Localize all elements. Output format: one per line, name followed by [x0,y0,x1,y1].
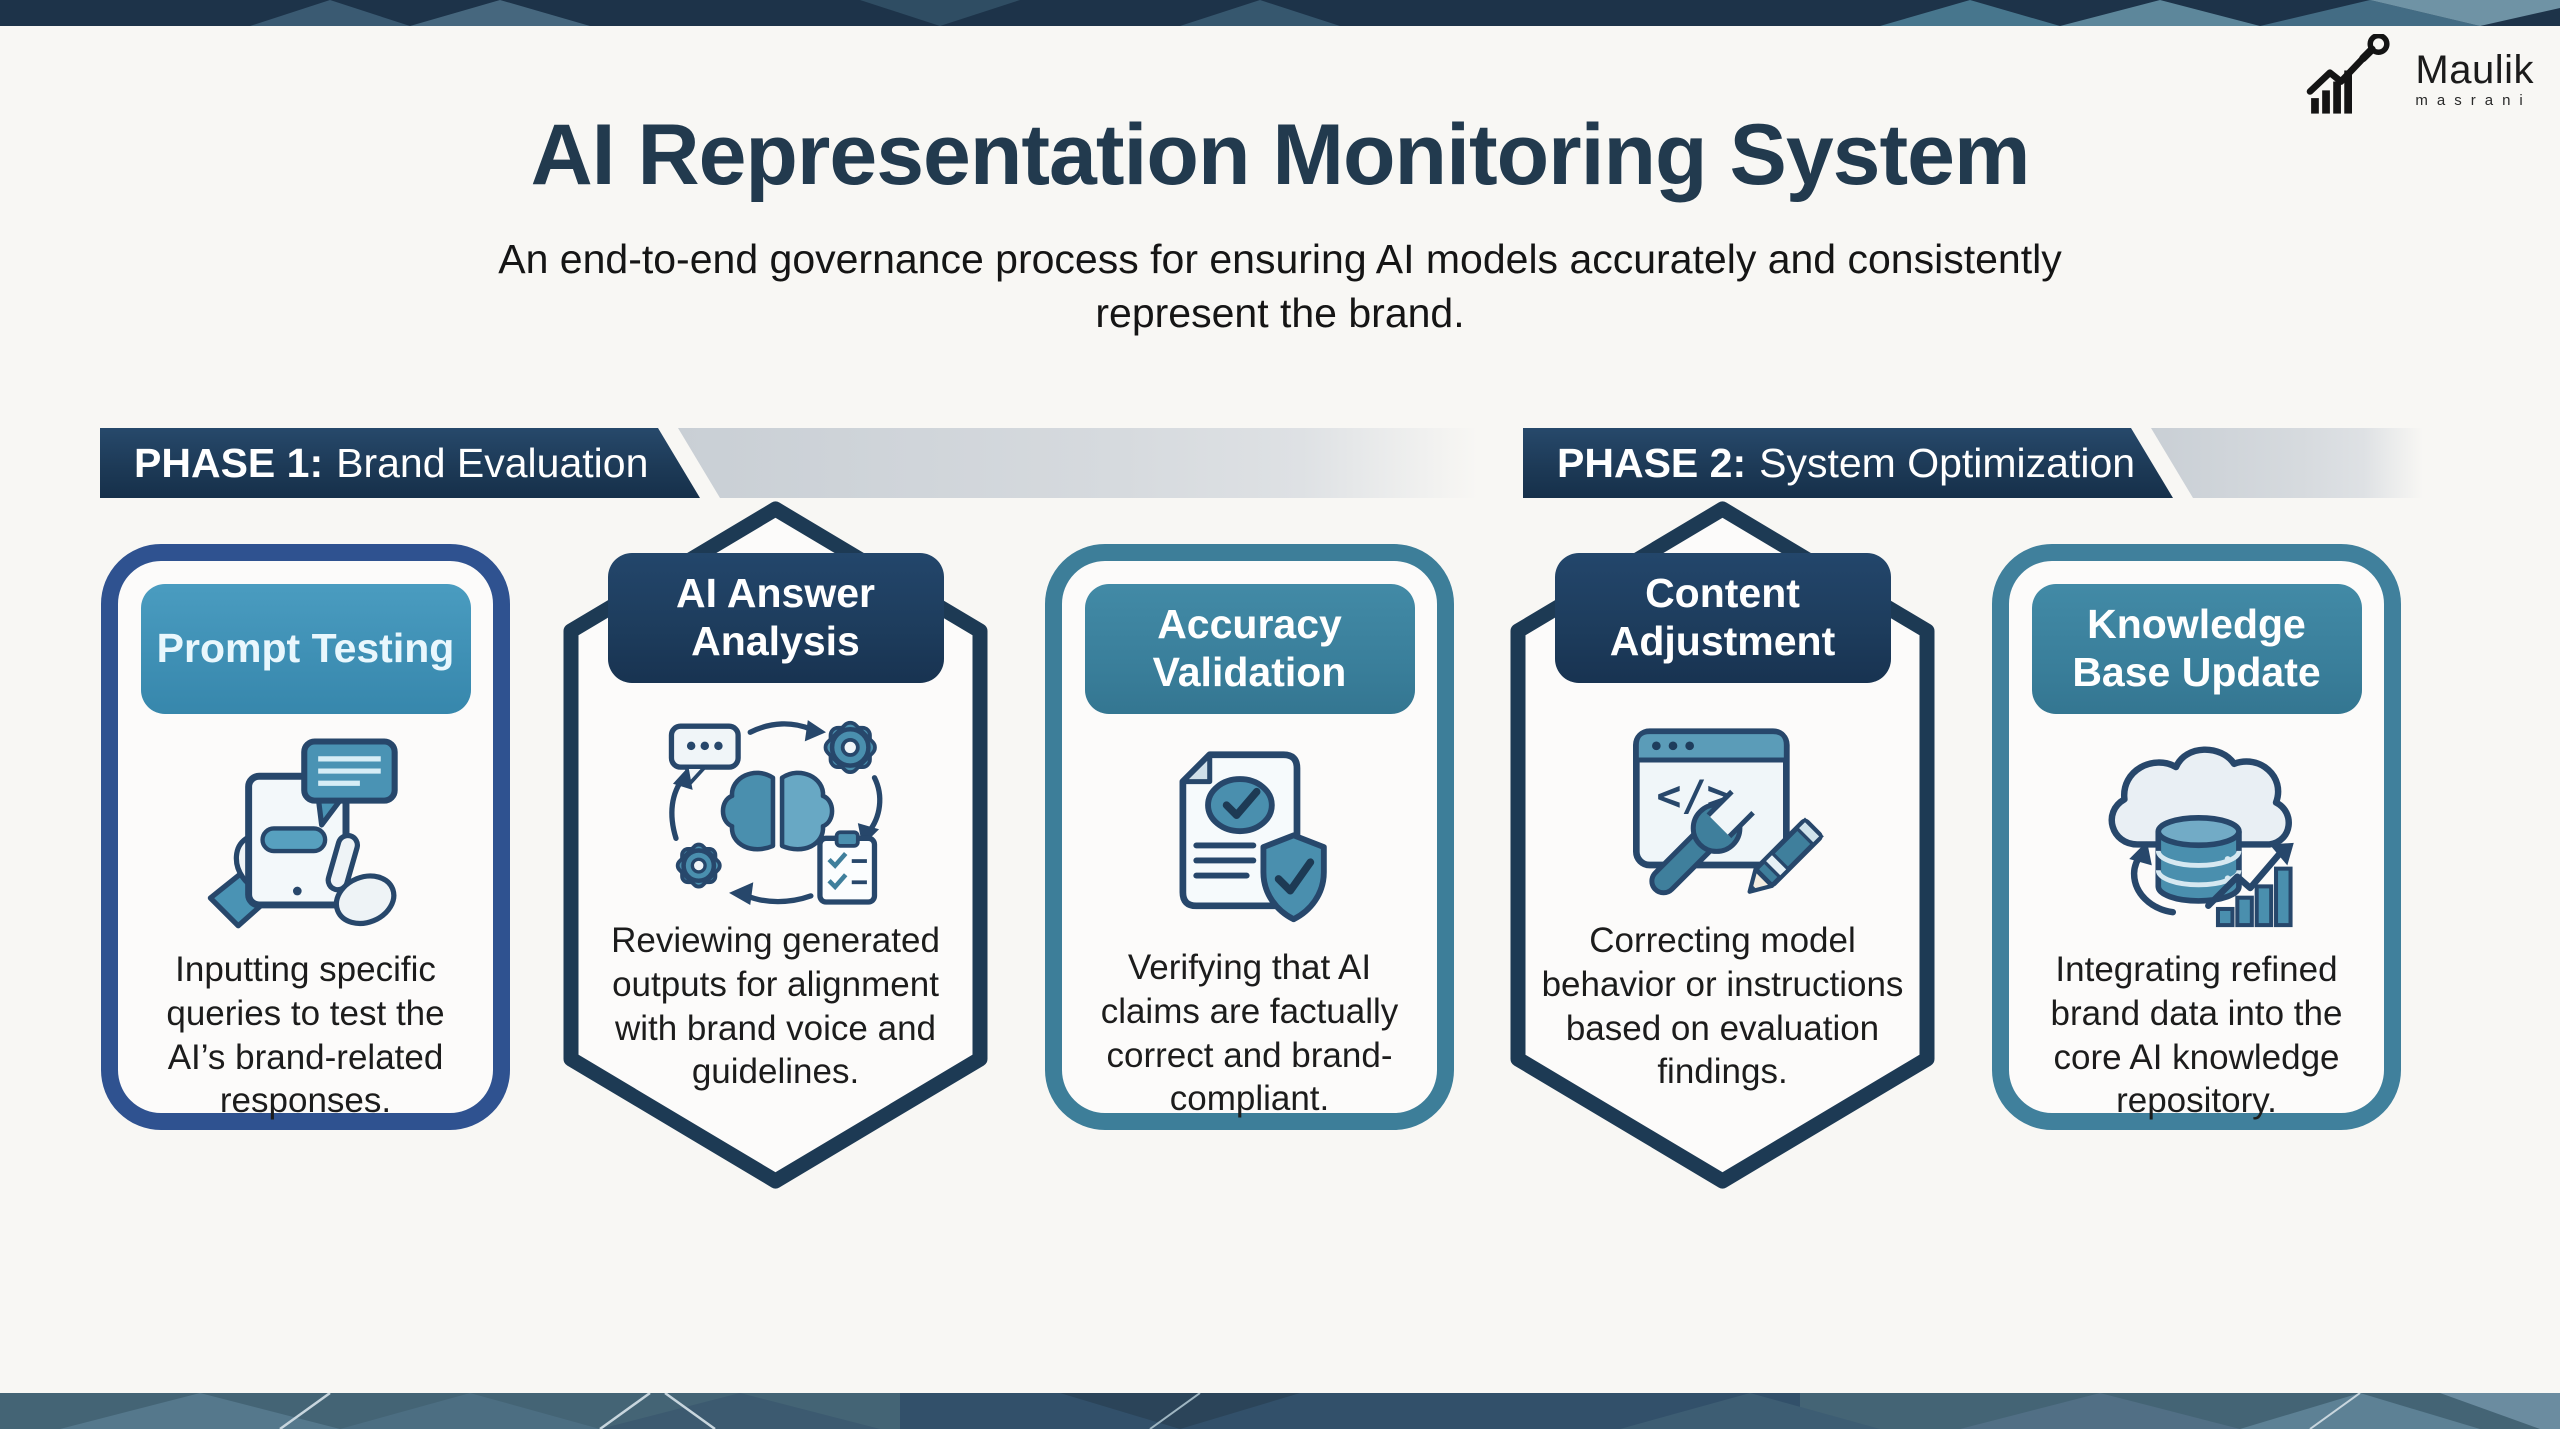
phase-2-strip [2151,428,2423,498]
code-window-wrench-pencil-icon: </> [1611,701,1835,909]
card-content-adjustment: Content Adjustment </> [1510,501,1935,1189]
card-title-pill: Prompt Testing [140,584,471,714]
card-prompt-testing: Prompt Testing Inputting specific querie… [101,544,510,1130]
phase-1-strip [678,428,1478,498]
phase-1-banner: PHASE 1: Brand Evaluation [100,428,700,498]
card-description: Verifying that AI claims are factually c… [1100,948,1399,1119]
page-subtitle: An end-to-end governance process for ens… [498,236,2062,337]
bottom-border-pattern [0,1393,2560,1429]
card-title-pill: AI Answer Analysis [607,553,944,683]
top-border-pattern [0,0,2560,26]
card-knowledge-base-update: Knowledge Base Update Integrating refine… [1992,544,2401,1130]
page-title: AI Representation Monitoring System [530,107,2031,203]
document-shield-check-icon [1142,738,1358,936]
card-accuracy-validation: Accuracy Validation Verifying that AI cl… [1045,544,1454,1130]
card-ai-answer-analysis: AI Answer Analysis [563,501,988,1189]
magnifier-growth-chart-icon [2297,32,2407,123]
cloud-database-growth-icon [2082,738,2312,938]
card-title-pill: Accuracy Validation [1084,584,1415,714]
phase-2-title: System Optimization [1759,439,2136,486]
phase-1-title: Brand Evaluation [336,439,649,486]
brand-logo: Maulik masrani [2297,32,2534,123]
card-description: Inputting specific queries to test the A… [166,950,445,1121]
card-title-pill: Knowledge Base Update [2031,584,2362,714]
brand-logo-text: Maulik masrani [2415,50,2534,108]
phase-1-label: PHASE 1: [134,439,324,486]
brand-surname: masrani [2415,91,2532,109]
brand-name: Maulik [2415,47,2534,92]
card-description: Correcting model behavior or instruction… [1541,921,1904,1092]
phase-2-label: PHASE 2: [1557,439,1747,486]
phase-2-banner: PHASE 2: System Optimization [1523,428,2173,498]
card-title-pill: Content Adjustment [1554,553,1891,683]
card-description: Integrating refined brand data into the … [2050,950,2343,1121]
brain-gears-cycle-icon [660,701,892,909]
tablet-chat-icon [193,738,419,938]
card-description: Reviewing generated outputs for alignmen… [611,921,940,1092]
